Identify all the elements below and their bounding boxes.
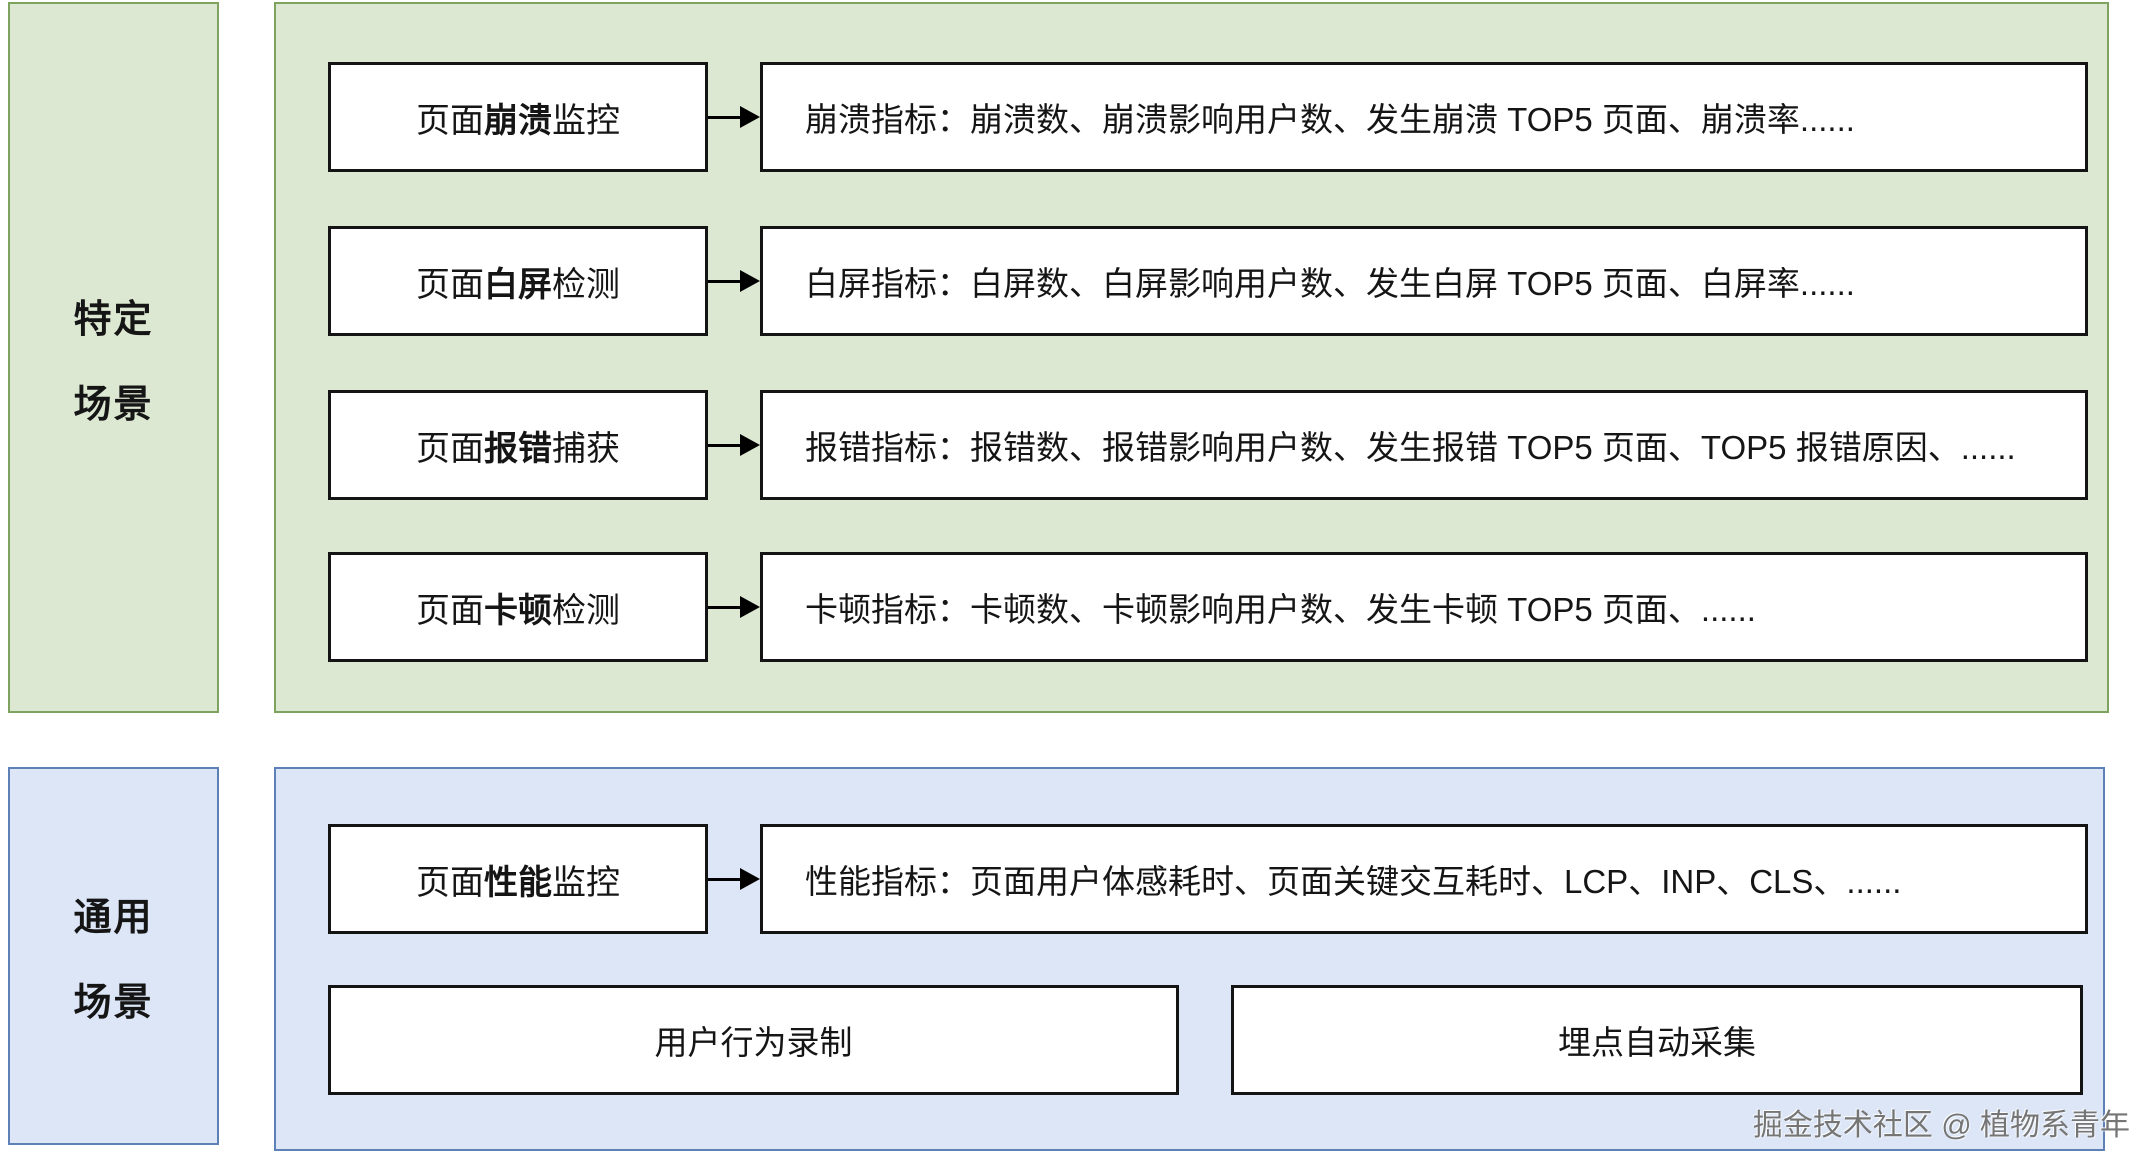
arrow-shaft (708, 877, 740, 881)
crash-metrics-box: 崩溃指标：崩溃数、崩溃影响用户数、发生崩溃 TOP5 页面、崩溃率...... (760, 62, 2088, 172)
arrow-shaft (708, 115, 740, 119)
general-bottom-row: 用户行为录制 埋点自动采集 (276, 985, 2103, 1095)
arrow-shaft (708, 605, 740, 609)
crash-box-suffix: 监控 (552, 101, 620, 140)
performance-monitoring-box: 页面性能监控 (328, 824, 708, 934)
crash-box-emphasis: 崩溃 (484, 101, 552, 140)
error-box-suffix: 捕获 (552, 429, 620, 468)
arrow-head (740, 868, 760, 890)
performance-box-suffix: 监控 (552, 863, 620, 902)
arrow-right-icon (708, 270, 760, 292)
arrow-head (740, 106, 760, 128)
crash-monitoring-box: 页面崩溃监控 (328, 62, 708, 172)
crash-metrics-text: 崩溃指标：崩溃数、崩溃影响用户数、发生崩溃 TOP5 页面、崩溃率...... (805, 101, 1855, 138)
jank-box-emphasis: 卡顿 (484, 591, 552, 630)
general-label-line-1: 通用 (73, 897, 154, 939)
arrow-head (740, 434, 760, 456)
performance-box-prefix: 页面 (416, 863, 484, 902)
white-screen-emphasis: 白屏 (484, 265, 552, 304)
error-capture-box: 页面报错捕获 (328, 390, 708, 500)
performance-metrics-box: 性能指标：页面用户体感耗时、页面关键交互耗时、LCP、INP、CLS、.....… (760, 824, 2088, 934)
crash-box-prefix: 页面 (416, 101, 484, 140)
arrow-right-icon (708, 596, 760, 618)
jank-detection-row: 页面卡顿检测 卡顿指标：卡顿数、卡顿影响用户数、发生卡顿 TOP5 页面、...… (276, 552, 2107, 662)
arrow-head (740, 270, 760, 292)
crash-monitoring-row: 页面崩溃监控 崩溃指标：崩溃数、崩溃影响用户数、发生崩溃 TOP5 页面、崩溃率… (276, 62, 2107, 172)
arrow-right-icon (708, 106, 760, 128)
user-behavior-recording-box: 用户行为录制 (328, 985, 1179, 1095)
jank-metrics-box: 卡顿指标：卡顿数、卡顿影响用户数、发生卡顿 TOP5 页面、...... (760, 552, 2088, 662)
specific-label-line-2: 场景 (73, 383, 154, 426)
specific-scenarios-panel: 页面崩溃监控 崩溃指标：崩溃数、崩溃影响用户数、发生崩溃 TOP5 页面、崩溃率… (274, 2, 2109, 713)
performance-metrics-text: 性能指标：页面用户体感耗时、页面关键交互耗时、LCP、INP、CLS、.....… (805, 863, 1902, 900)
white-screen-metrics-text: 白屏指标：白屏数、白屏影响用户数、发生白屏 TOP5 页面、白屏率...... (805, 265, 1855, 302)
jank-box-suffix: 检测 (552, 591, 620, 630)
auto-tracking-collection-text: 埋点自动采集 (1558, 1024, 1756, 1061)
white-screen-suffix: 检测 (552, 265, 620, 304)
auto-tracking-collection-box: 埋点自动采集 (1231, 985, 2083, 1095)
user-behavior-recording-text: 用户行为录制 (654, 1024, 853, 1061)
white-screen-box: 页面白屏检测 (328, 226, 708, 336)
error-metrics-box: 报错指标：报错数、报错影响用户数、发生报错 TOP5 页面、TOP5 报错原因、… (760, 390, 2088, 500)
white-screen-metrics-box: 白屏指标：白屏数、白屏影响用户数、发生白屏 TOP5 页面、白屏率...... (760, 226, 2088, 336)
arrow-head (740, 596, 760, 618)
jank-metrics-text: 卡顿指标：卡顿数、卡顿影响用户数、发生卡顿 TOP5 页面、...... (805, 591, 1756, 628)
arrow-shaft (708, 279, 740, 283)
error-box-prefix: 页面 (416, 429, 484, 468)
arrow-right-icon (708, 868, 760, 890)
general-label-line-2: 场景 (73, 982, 154, 1024)
watermark: 掘金技术社区 @ 植物系青年 (1752, 1109, 2130, 1142)
jank-detection-box: 页面卡顿检测 (328, 552, 708, 662)
jank-box-prefix: 页面 (416, 591, 484, 630)
general-scenarios-label: 通用 场景 (8, 767, 219, 1145)
error-metrics-text: 报错指标：报错数、报错影响用户数、发生报错 TOP5 页面、TOP5 报错原因、… (805, 429, 2016, 466)
specific-scenarios-label: 特定 场景 (8, 2, 219, 713)
performance-box-emphasis: 性能 (484, 863, 552, 902)
white-screen-prefix: 页面 (416, 265, 484, 304)
arrow-right-icon (708, 434, 760, 456)
specific-label-line-1: 特定 (73, 298, 154, 341)
white-screen-row: 页面白屏检测 白屏指标：白屏数、白屏影响用户数、发生白屏 TOP5 页面、白屏率… (276, 226, 2107, 336)
error-capture-row: 页面报错捕获 报错指标：报错数、报错影响用户数、发生报错 TOP5 页面、TOP… (276, 390, 2107, 500)
performance-monitoring-row: 页面性能监控 性能指标：页面用户体感耗时、页面关键交互耗时、LCP、INP、CL… (276, 824, 2103, 934)
general-scenarios-panel: 页面性能监控 性能指标：页面用户体感耗时、页面关键交互耗时、LCP、INP、CL… (274, 767, 2105, 1151)
arrow-shaft (708, 443, 740, 447)
error-box-emphasis: 报错 (484, 429, 552, 468)
